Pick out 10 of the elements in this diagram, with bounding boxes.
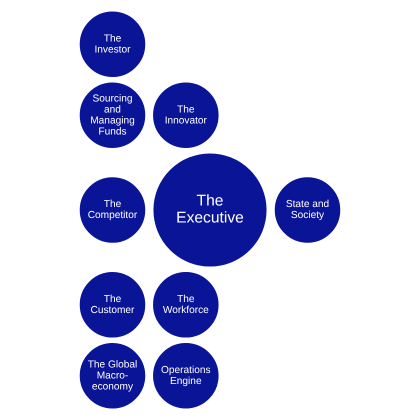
- node-circle: The Investor: [80, 11, 146, 77]
- node-circle: The Workforce: [153, 272, 219, 338]
- node-circle: Sourcing and Managing Funds: [80, 82, 146, 148]
- node-circle: State and Society: [274, 177, 340, 243]
- node-circle: The Customer: [80, 272, 146, 338]
- node-circle: The Innovator: [153, 82, 219, 148]
- node-circle: The Global Macro-economy: [80, 343, 146, 409]
- node-circle: The Executive: [153, 153, 267, 267]
- node-circle: The Competitor: [80, 177, 146, 243]
- node-circle: Operations Engine: [153, 343, 219, 409]
